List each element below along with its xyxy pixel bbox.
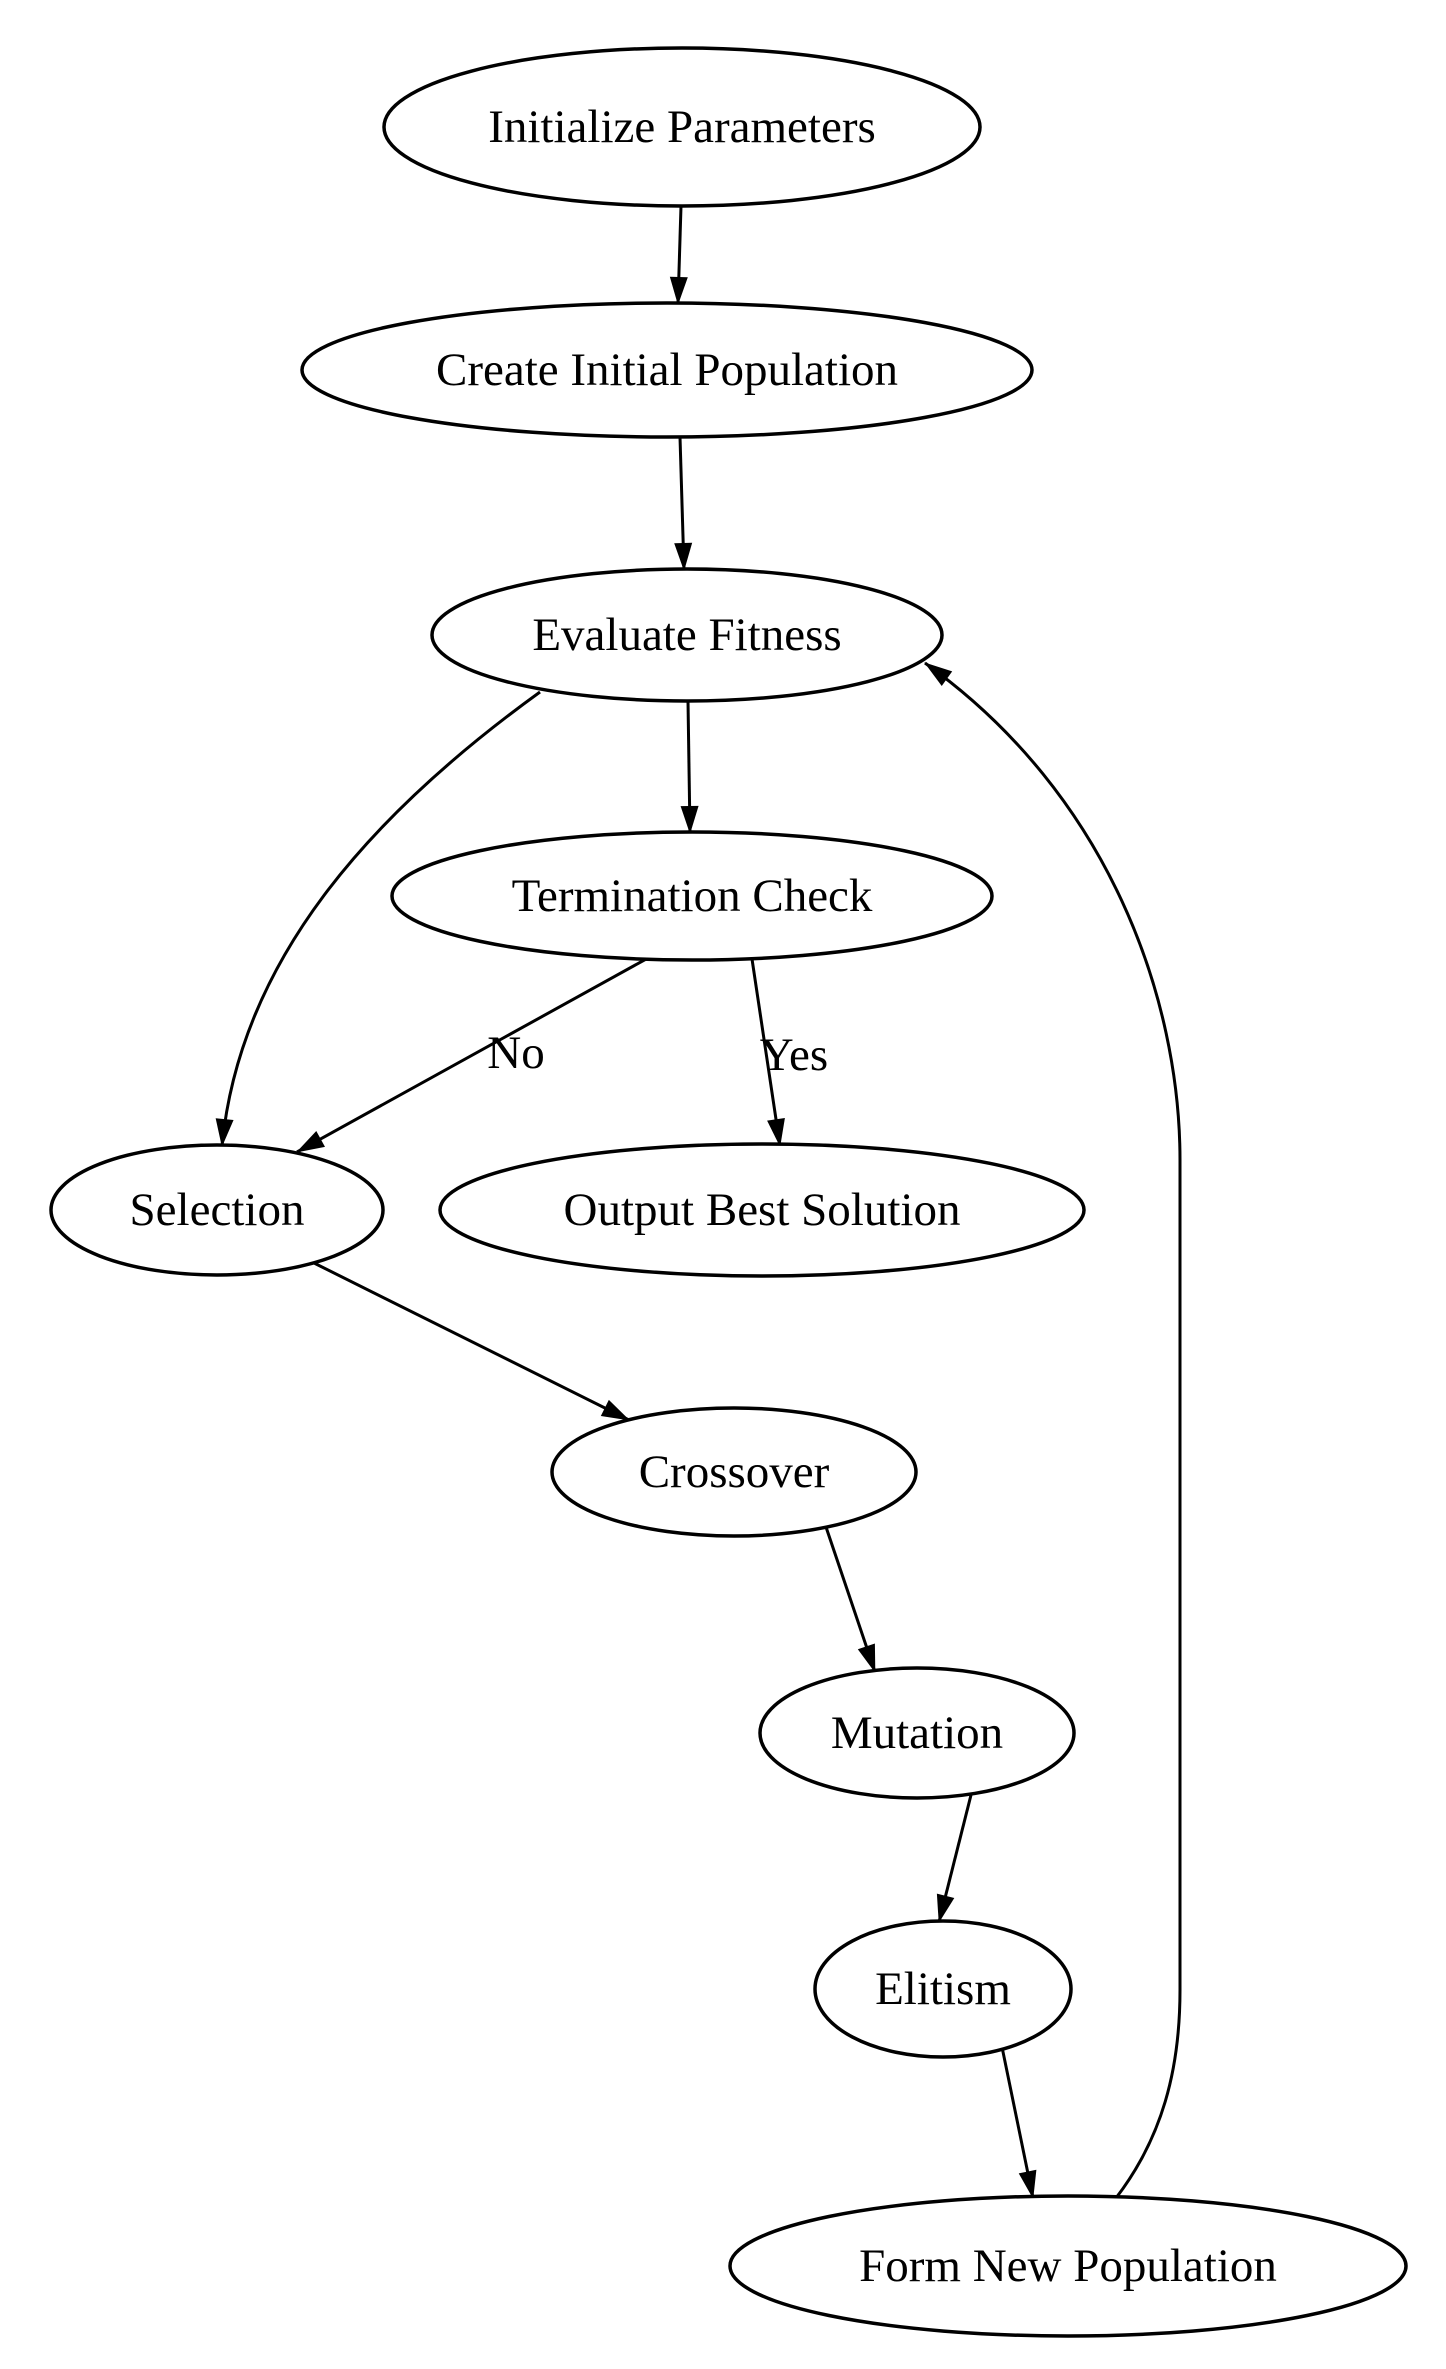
- create-initial-population-label: Create Initial Population: [436, 344, 898, 396]
- edge-elitism-to-form-new-population: [1000, 2046, 1037, 2199]
- edge-termination-check-to-output-best-solution: [750, 958, 785, 1147]
- selection-label: Selection: [130, 1184, 305, 1236]
- elitism-label: Elitism: [875, 1963, 1011, 2015]
- node-output-best-solution: Output Best Solution: [438, 1142, 1086, 1278]
- edge-termination-check-to-selection: [296, 956, 649, 1154]
- selection-ellipse: [49, 1143, 385, 1277]
- termination-check-label: Termination Check: [512, 870, 873, 922]
- form-new-population-label: Form New Population: [859, 2240, 1277, 2292]
- evaluate-fitness-ellipse: [430, 567, 944, 703]
- node-elitism: Elitism: [813, 1919, 1073, 2059]
- edge-initialize-parameters-to-create-initial-population: [669, 205, 688, 305]
- form-new-population-ellipse: [728, 2194, 1408, 2338]
- crossover-label: Crossover: [639, 1446, 830, 1498]
- output-best-solution-label: Output Best Solution: [564, 1184, 961, 1236]
- node-form-new-population: Form New Population: [728, 2194, 1408, 2338]
- crossover-ellipse: [550, 1406, 918, 1538]
- mutation-label: Mutation: [831, 1707, 1003, 1759]
- initialize-parameters-label: Initialize Parameters: [488, 101, 876, 153]
- edges-layer: [215, 205, 1182, 2199]
- output-best-solution-ellipse: [438, 1142, 1086, 1278]
- edge-evaluate-fitness-to-termination-check: [680, 700, 699, 834]
- termination-check-ellipse: [390, 830, 994, 962]
- edge-selection-to-crossover: [313, 1261, 630, 1422]
- edge-labels-layer: No Yes: [487, 1027, 828, 1081]
- edge-mutation-to-elitism: [936, 1794, 973, 1923]
- node-selection: Selection: [49, 1143, 385, 1277]
- initialize-parameters-ellipse: [382, 46, 982, 208]
- edge-label-no: No: [487, 1027, 544, 1079]
- mutation-ellipse: [758, 1666, 1076, 1800]
- node-evaluate-fitness: Evaluate Fitness: [430, 567, 944, 703]
- node-termination-check: Termination Check: [390, 830, 994, 962]
- evaluate-fitness-label: Evaluate Fitness: [532, 609, 841, 661]
- edge-label-yes: Yes: [760, 1029, 828, 1081]
- node-initialize-parameters: Initialize Parameters: [382, 46, 982, 208]
- create-initial-population-ellipse: [300, 301, 1034, 439]
- edge-create-initial-population-to-evaluate-fitness: [674, 436, 693, 571]
- edge-crossover-to-mutation: [824, 1526, 877, 1673]
- node-crossover: Crossover: [550, 1406, 918, 1538]
- node-mutation: Mutation: [758, 1666, 1076, 1800]
- edge-evaluate-fitness-to-selection: [215, 690, 541, 1147]
- elitism-ellipse: [813, 1919, 1073, 2059]
- edge-form-new-population-to-evaluate-fitness: [924, 661, 1182, 2199]
- node-create-initial-population: Create Initial Population: [300, 301, 1034, 439]
